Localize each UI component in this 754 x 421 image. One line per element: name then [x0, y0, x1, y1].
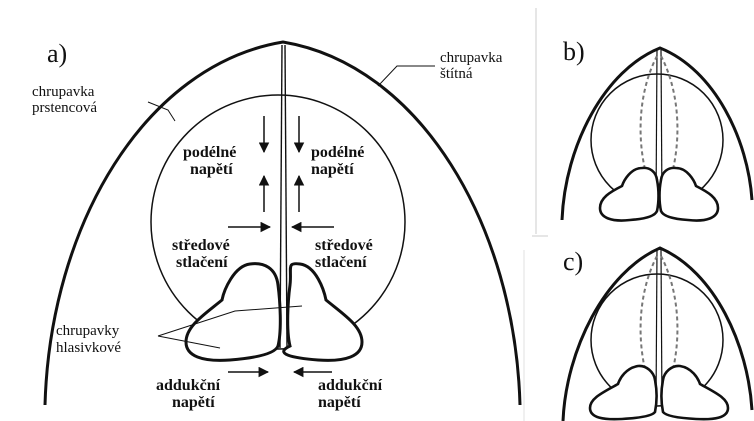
label-longitudinal-right-1: podélné: [311, 144, 364, 161]
arytenoid-right: [284, 264, 362, 361]
label-thyroid-2: štítná: [440, 66, 473, 82]
label-cricoid-1: chrupavka: [32, 84, 95, 100]
panel-a: a) chrupavka štítná chrupavka prstencov: [32, 39, 520, 411]
label-longitudinal-right-2: napětí: [311, 161, 354, 178]
label-adduction-left-2: napětí: [172, 394, 215, 411]
label-adduction-left-1: addukční: [156, 377, 221, 394]
label-thyroid-1: chrupavka: [440, 50, 503, 66]
vocal-fold-right: [285, 45, 287, 348]
arytenoid-right-c: [662, 366, 729, 419]
label-longitudinal-left-2: napětí: [190, 161, 233, 178]
label-compression-left-2: stlačení: [176, 254, 228, 271]
label-compression-left-1: středové: [172, 237, 230, 254]
label-compression-right-1: středové: [315, 237, 373, 254]
label-longitudinal-left-1: podélné: [183, 144, 236, 161]
arytenoid-right-b: [660, 168, 719, 221]
label-cricoid-2: prstencová: [32, 100, 97, 116]
label-adduction-right-1: addukční: [318, 377, 383, 394]
arytenoid-left-b: [600, 168, 659, 221]
panel-c-letter: c): [563, 247, 583, 276]
label-arytenoid-2: hlasivkové: [56, 340, 121, 356]
label-compression-right-2: stlačení: [315, 254, 367, 271]
label-adduction-right-2: napětí: [318, 394, 361, 411]
panel-b: b): [562, 37, 752, 221]
panel-b-letter: b): [563, 37, 585, 66]
panel-c: c): [563, 247, 752, 421]
panel-a-letter: a): [47, 39, 67, 68]
label-arytenoid-1: chrupavky: [56, 323, 120, 339]
leader-thyroid: [378, 66, 435, 86]
